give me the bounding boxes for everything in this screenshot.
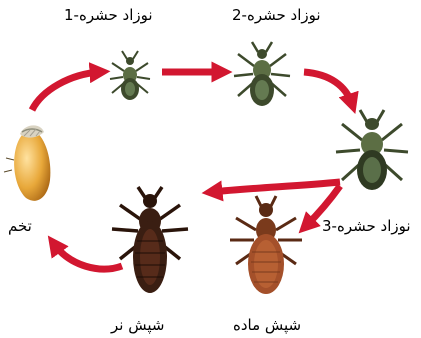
female-louse-image <box>230 196 302 294</box>
arrow-nymph2-to-nymph3 <box>304 72 352 104</box>
arrow-egg-to-nymph1 <box>32 72 100 110</box>
male-louse-image <box>112 187 188 293</box>
nymph2-label: نوزاد حشره-2 <box>232 8 321 23</box>
nymph2-image <box>234 42 290 106</box>
nymph3-label: نوزاد حشره-3 <box>322 219 411 234</box>
female-label: شپش ماده <box>233 318 301 333</box>
arrow-male-to-egg <box>54 244 122 269</box>
nymph1-label: نوزاد حشره-1 <box>64 8 153 23</box>
egg-label: تخم <box>8 219 32 234</box>
male-label: شپش نر <box>111 318 164 333</box>
nymph1-image <box>110 51 150 100</box>
arrow-nymph3-to-male <box>212 182 340 192</box>
egg-image <box>4 125 50 200</box>
nymph3-image <box>336 110 408 190</box>
